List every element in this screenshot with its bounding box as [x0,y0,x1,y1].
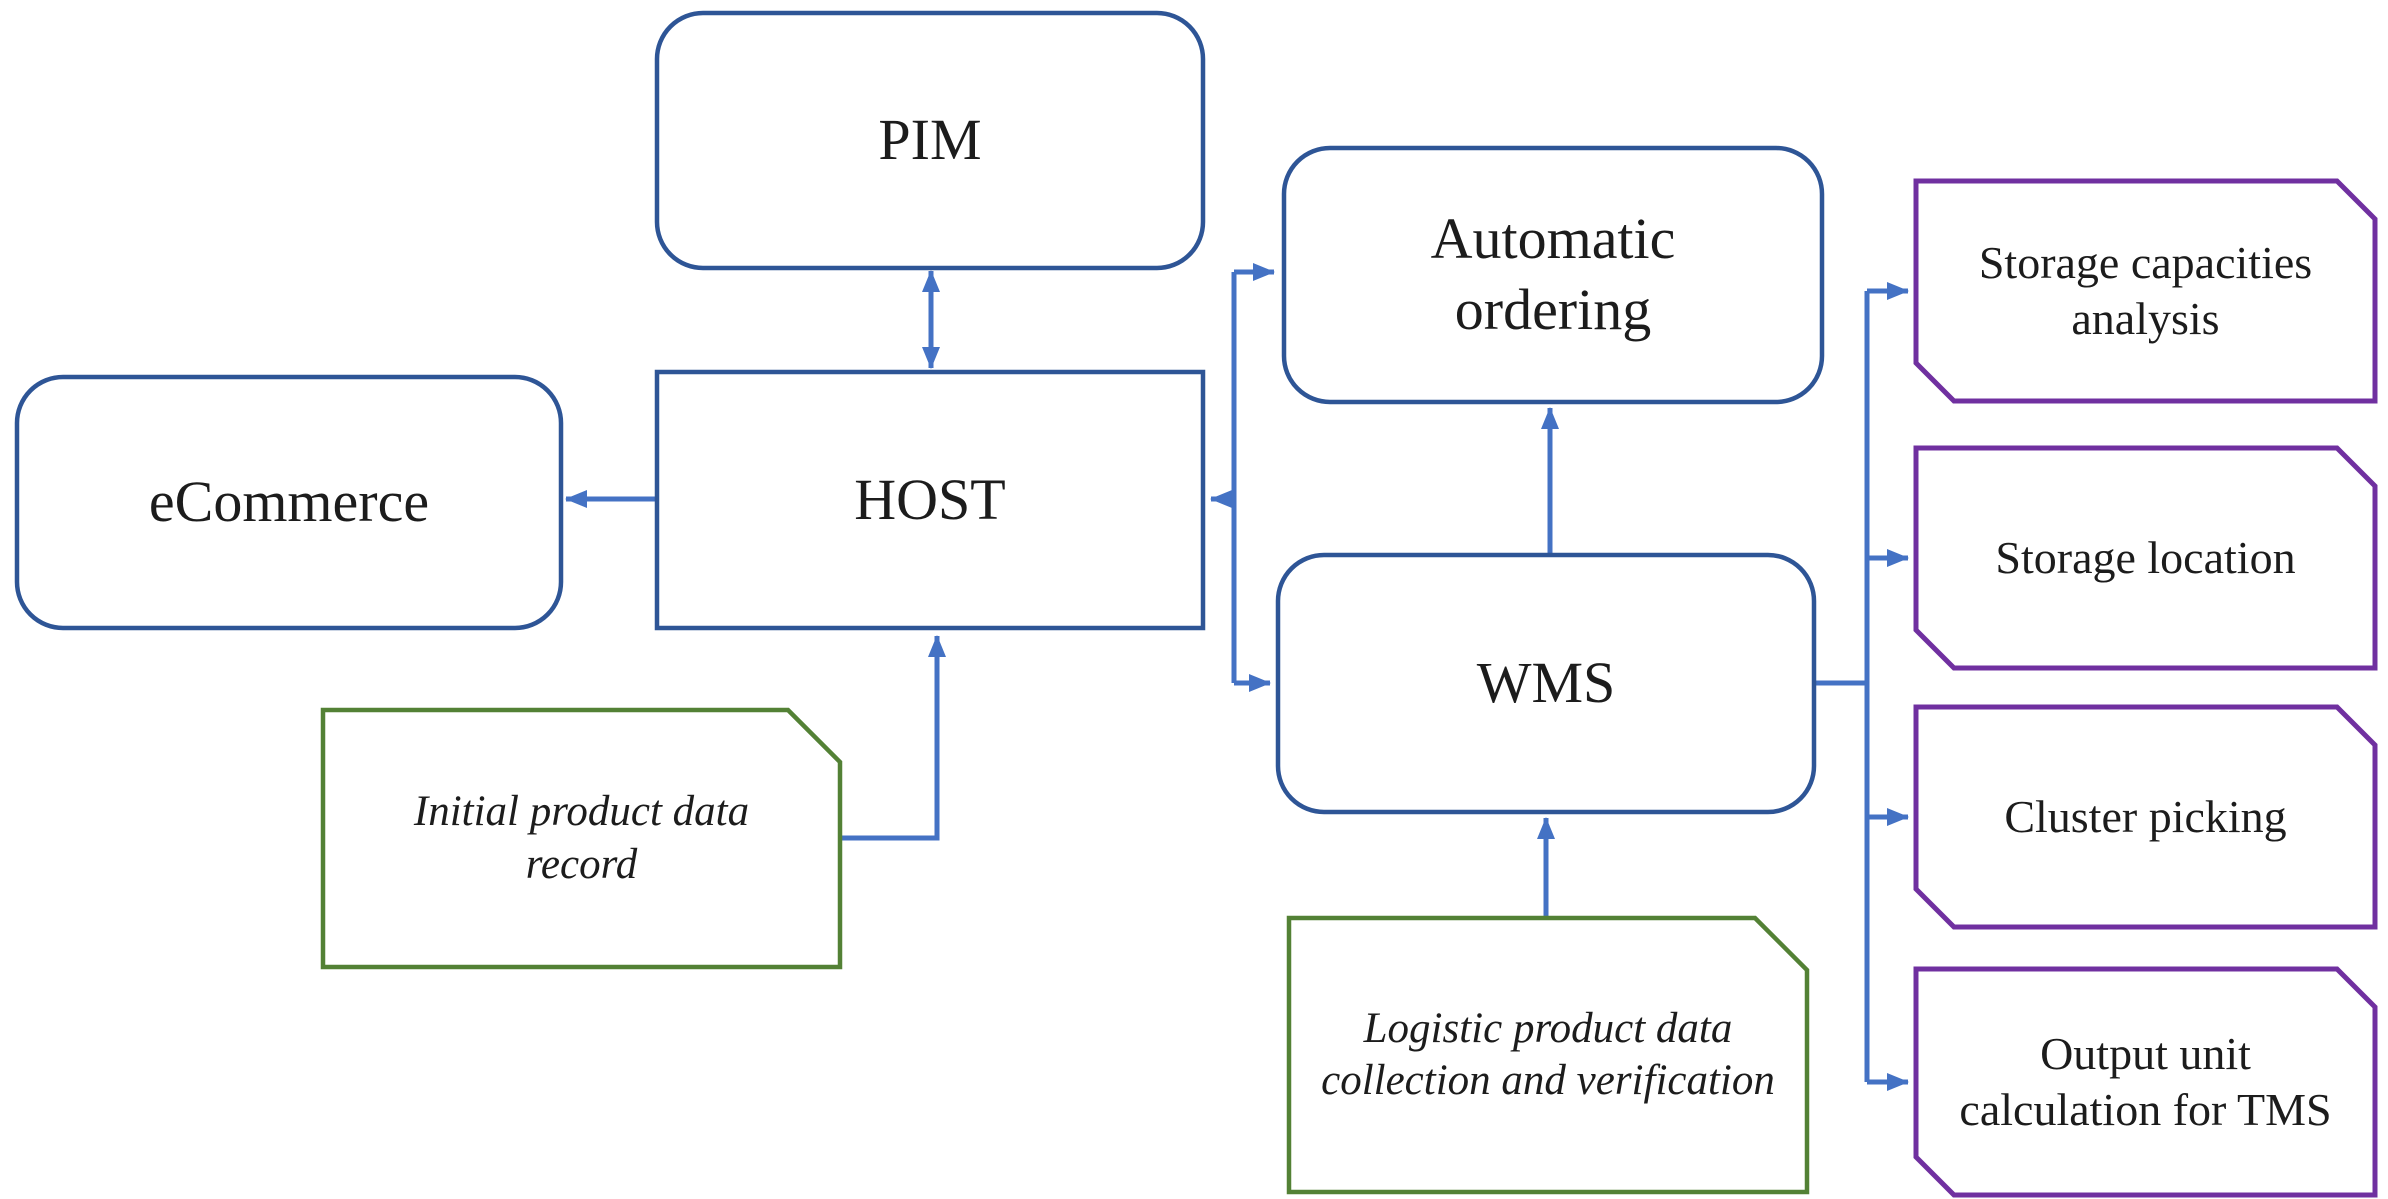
storage-capacities-card [1913,178,2378,404]
initial-product-data-label: Initial product data record [413,788,750,888]
cluster-picking-label: Cluster picking [2004,790,2287,842]
storage-location-card [1913,445,2378,671]
host-label: HOST [854,466,1006,532]
automatic-ordering-box [1281,145,1825,405]
ecommerce-label: eCommerce [148,469,430,535]
host-box [654,369,1206,631]
storage-capacities-label: Storage capacities analysis [1978,236,2313,344]
storage-location-label: Storage location [1995,531,2296,583]
output-unit-label: Output unit calculation for TMS [1959,1027,2332,1135]
cluster-picking-card [1913,704,2378,930]
output-unit-card [1913,966,2378,1198]
wms-label: WMS [1476,650,1616,716]
automatic-ordering-label: Automatic ordering [1430,206,1676,342]
logistic-product-data-card [1286,915,1810,1195]
initial-product-data-card [320,707,843,970]
pim-box [654,10,1206,271]
ecommerce-box [14,374,564,631]
wms-box [1275,552,1817,815]
edge-initial-data-to-host [842,635,946,841]
pim-label: PIM [878,107,982,173]
logistic-product-data-label: Logistic product data collection and ver… [1321,1004,1775,1104]
